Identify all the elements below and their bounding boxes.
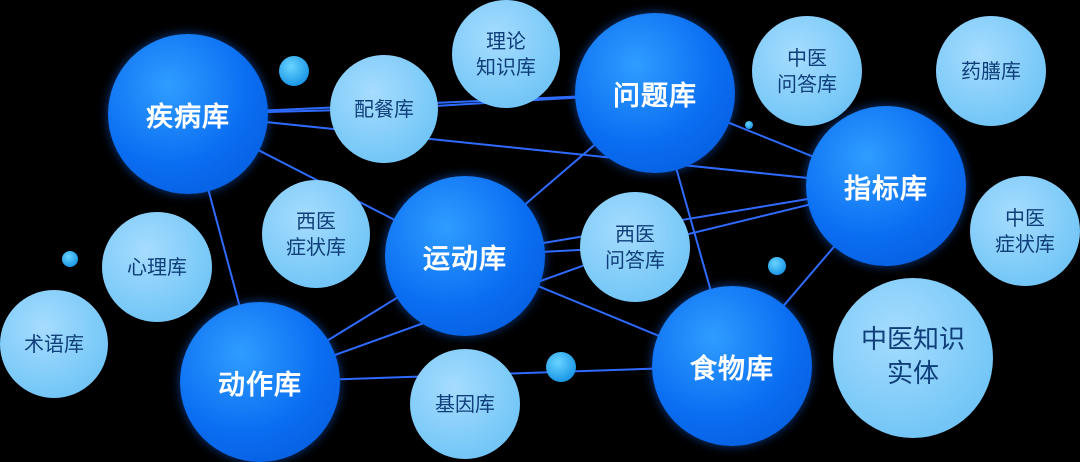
node-western-qa-library: 西医 问答库	[580, 192, 690, 302]
node-label: 中医知识 实体	[860, 325, 965, 389]
node-disease-library: 疾病库	[108, 34, 268, 194]
node-herbal-diet-library: 药膳库	[936, 16, 1046, 126]
link-disease-indicator	[187, 113, 887, 187]
node-action-library: 动作库	[180, 302, 340, 462]
node-tcm-qa-library: 中医 问答库	[752, 16, 862, 126]
node-label: 问题库	[613, 80, 697, 112]
node-theory-knowledge-library: 理论 知识库	[452, 0, 560, 108]
node-label: 西医 问答库	[605, 222, 665, 272]
node-indicator-library: 指标库	[806, 106, 966, 266]
node-label: 基因库	[435, 392, 495, 416]
node-diet-library: 配餐库	[330, 55, 438, 163]
node-label: 理论 知识库	[476, 29, 536, 79]
node-tcm-knowledge-entity: 中医知识 实体	[833, 278, 993, 438]
node-label: 食物库	[690, 353, 774, 385]
node-label: 运动库	[423, 243, 507, 275]
node-label: 心理库	[127, 255, 187, 279]
decorative-dot	[62, 251, 78, 267]
decorative-dot	[768, 257, 786, 275]
node-label: 药膳库	[961, 59, 1021, 83]
node-tcm-symptom-library: 中医 症状库	[970, 176, 1080, 286]
node-food-library: 食物库	[652, 286, 812, 446]
node-label: 西医 症状库	[286, 209, 346, 259]
node-label: 中医 问答库	[777, 46, 837, 96]
node-label: 术语库	[24, 332, 84, 356]
node-label: 疾病库	[146, 101, 230, 133]
node-label: 中医 症状库	[995, 206, 1055, 256]
node-terminology-library: 术语库	[0, 290, 108, 398]
node-western-symptom-library: 西医 症状库	[262, 180, 370, 288]
node-exercise-library: 运动库	[385, 176, 545, 336]
node-label: 配餐库	[354, 97, 414, 121]
node-gene-library: 基因库	[410, 349, 520, 459]
node-psychology-library: 心理库	[102, 212, 212, 322]
decorative-dot	[546, 352, 576, 382]
node-question-library: 问题库	[575, 13, 735, 173]
decorative-dot	[745, 121, 753, 129]
decorative-dot	[279, 56, 309, 86]
node-label: 指标库	[844, 173, 928, 205]
node-label: 动作库	[218, 369, 302, 401]
